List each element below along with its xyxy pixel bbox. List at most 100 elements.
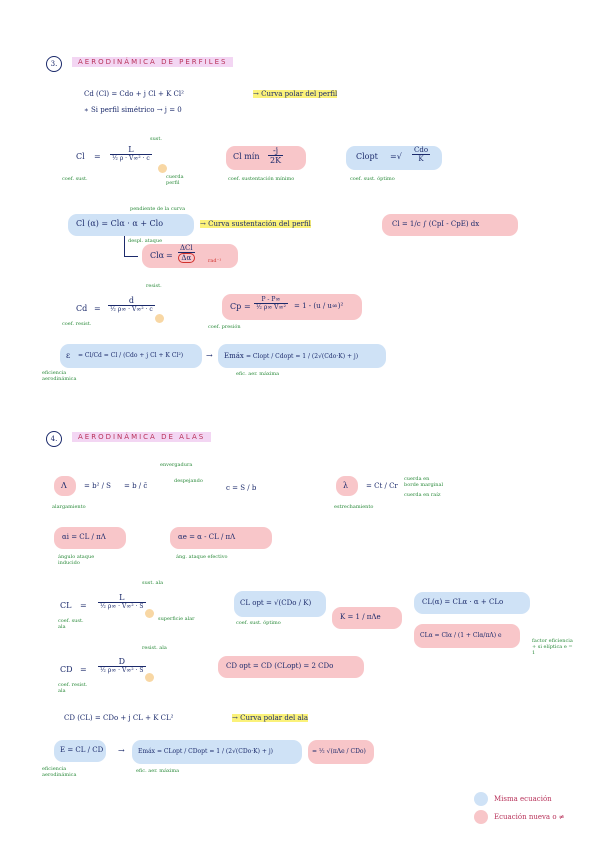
alpha-e-box	[170, 527, 272, 549]
CL-alpha-slope-eq: CLα = Clα / (1 + Clα/πΛ) e	[420, 632, 502, 639]
s-highlight	[145, 609, 154, 618]
CD-den: ½ ρ∞ · V∞² · S	[100, 667, 144, 674]
equals-sign: =	[166, 251, 173, 260]
emax-eq: = Clopt / Cdopt = 1 / (2√(Cdo·K) + j)	[246, 353, 359, 360]
Emax-anno: efic. aer. máxima	[136, 768, 180, 774]
CLopt-box	[234, 591, 326, 617]
CL-num: L	[98, 593, 146, 603]
clmin-den: 2K	[270, 156, 282, 165]
s-highlight	[145, 673, 154, 682]
CL-anno-top: sust. ala	[142, 580, 164, 586]
cl-anno-bottom: coef. sust.	[62, 176, 88, 182]
sqrt-sign: =√	[390, 152, 402, 161]
legend-blue-dot	[474, 792, 488, 806]
cl-alpha-slope-label: Clα	[150, 251, 165, 260]
legend-blue-label: Misma ecuación	[494, 795, 552, 803]
cp-box	[222, 294, 362, 320]
equals-sign: =	[244, 302, 251, 311]
cl-anno-right: cuerda perfil	[166, 174, 184, 186]
rad-anno: rad⁻¹	[208, 258, 222, 264]
CLopt-anno: coef. sust. óptimo	[236, 620, 281, 626]
cp-right: = 1 - (u / u∞)²	[294, 302, 344, 310]
legend-pink-label: Ecuación nueva o ≠	[494, 813, 565, 821]
clopt-den: K	[418, 155, 424, 163]
ar-highlight	[54, 476, 76, 496]
Emax-box	[132, 740, 302, 764]
equals-sign: =	[80, 665, 87, 674]
equals-sign: =	[94, 152, 101, 161]
clmin-num: -j	[268, 146, 284, 156]
eff-box	[60, 344, 202, 368]
K-eq: K = 1 / πΛe	[340, 613, 381, 621]
cl-alpha-box	[68, 214, 194, 236]
cl-label: Cl	[76, 152, 85, 161]
polar-equation-ala: CD (CL) = CDo + j CL + K CL²	[64, 714, 174, 722]
E-anno: eficiencia aerodinámica	[42, 766, 77, 778]
CL-anno-bottom: coef. sust. ala	[58, 618, 84, 630]
alpha-anno-top: pendiente de la curva	[130, 206, 186, 212]
CDopt-box	[218, 656, 364, 678]
alpha-i-eq: αi = CL / πΛ	[62, 533, 106, 541]
taper-eq: = Ct / Cr	[366, 482, 398, 490]
alpha-arrow-text: → Curva sustentación del perfil	[200, 220, 311, 228]
cp-fraction: P - P∞½ ρ∞ V∞²	[254, 296, 288, 311]
polar-equation-perfil: Cd (Cl) = Cdo + j Cl + K Cl²	[84, 90, 184, 98]
c-highlight	[158, 164, 167, 173]
symmetric-note: ∗ Si perfil simétrico → j = 0	[84, 106, 182, 114]
eff-anno: eficiencia aerodinámica	[42, 370, 77, 382]
alpha-anno-bottom: despl. ataque	[128, 238, 163, 244]
cd-den: ½ ρ∞ · V∞² · c	[110, 306, 153, 313]
CL-label: CL	[60, 601, 72, 610]
equals-sign: =	[80, 601, 87, 610]
ar-eq1: = b² / S	[84, 482, 111, 490]
section-title-perfiles: AERODINÁMICA DE PERFILES	[72, 57, 234, 67]
ar-anno-top: envergadura	[160, 462, 193, 468]
taper-anno-ct: cuerda en borde marginal	[404, 476, 444, 488]
CL-anno-right: superficie alar	[158, 616, 195, 622]
emax-box	[218, 344, 386, 368]
CLopt-eq: CL opt = √(CDo / K)	[240, 599, 312, 607]
clopt-label: Clopt	[356, 152, 378, 161]
Emax-eq: Emáx = CLopt / CDopt = 1 / (2√(CDo·K) + …	[138, 748, 274, 755]
clmin-label: Cl mín	[233, 152, 260, 161]
cd-anno-bottom: coef. resist.	[62, 321, 92, 327]
cd-num: d	[108, 296, 155, 306]
polar-ala-arrow-text: → Curva polar del ala	[232, 714, 309, 722]
connector-line	[124, 256, 138, 257]
cp-label: Cp	[230, 302, 242, 311]
emax-anno: efic. aer. máxima	[236, 371, 280, 377]
clopt-box	[346, 146, 442, 170]
taper-anno-cr: cuerda en raíz	[404, 492, 441, 498]
CL-alpha-slope-box	[414, 624, 520, 648]
CL-alpha-eq: CL(α) = CLα · α + CLo	[422, 598, 504, 606]
CD-label: CD	[60, 665, 73, 674]
CDopt-eq: CD opt = CD (CLopt) = 2 CDo	[226, 662, 334, 670]
CL-alpha-box	[414, 592, 530, 614]
cl-integral-box	[382, 214, 518, 236]
CL-den: ½ ρ∞ · V∞² · S	[100, 603, 144, 610]
clopt-num: Cdo	[412, 146, 431, 155]
clmin-anno: coef. sustentación mínimo	[228, 176, 295, 182]
alpha-i-box	[54, 527, 126, 549]
alpha-i-anno: ángulo ataque inducido	[58, 554, 95, 566]
cl-anno-top: sust.	[150, 136, 162, 142]
section-number-4: 4.	[46, 431, 62, 447]
equals-sign: =	[94, 304, 101, 313]
ar-anno-bottom: alargamiento	[52, 504, 86, 510]
cl-denominator: ½ ρ · V∞² · c	[112, 155, 150, 162]
CD-anno-bottom: coef. resist. ala	[58, 682, 88, 694]
cl-numerator: L	[110, 145, 152, 155]
cp-den: ½ ρ∞ V∞²	[256, 304, 286, 311]
E-eq: E = CL / CD	[60, 746, 104, 754]
CD-num: D	[98, 657, 146, 667]
arrow: →	[206, 351, 213, 360]
clalpha-den: Δα	[178, 253, 195, 263]
ar-despejando: despejando	[174, 478, 203, 484]
connector-line	[124, 236, 125, 256]
